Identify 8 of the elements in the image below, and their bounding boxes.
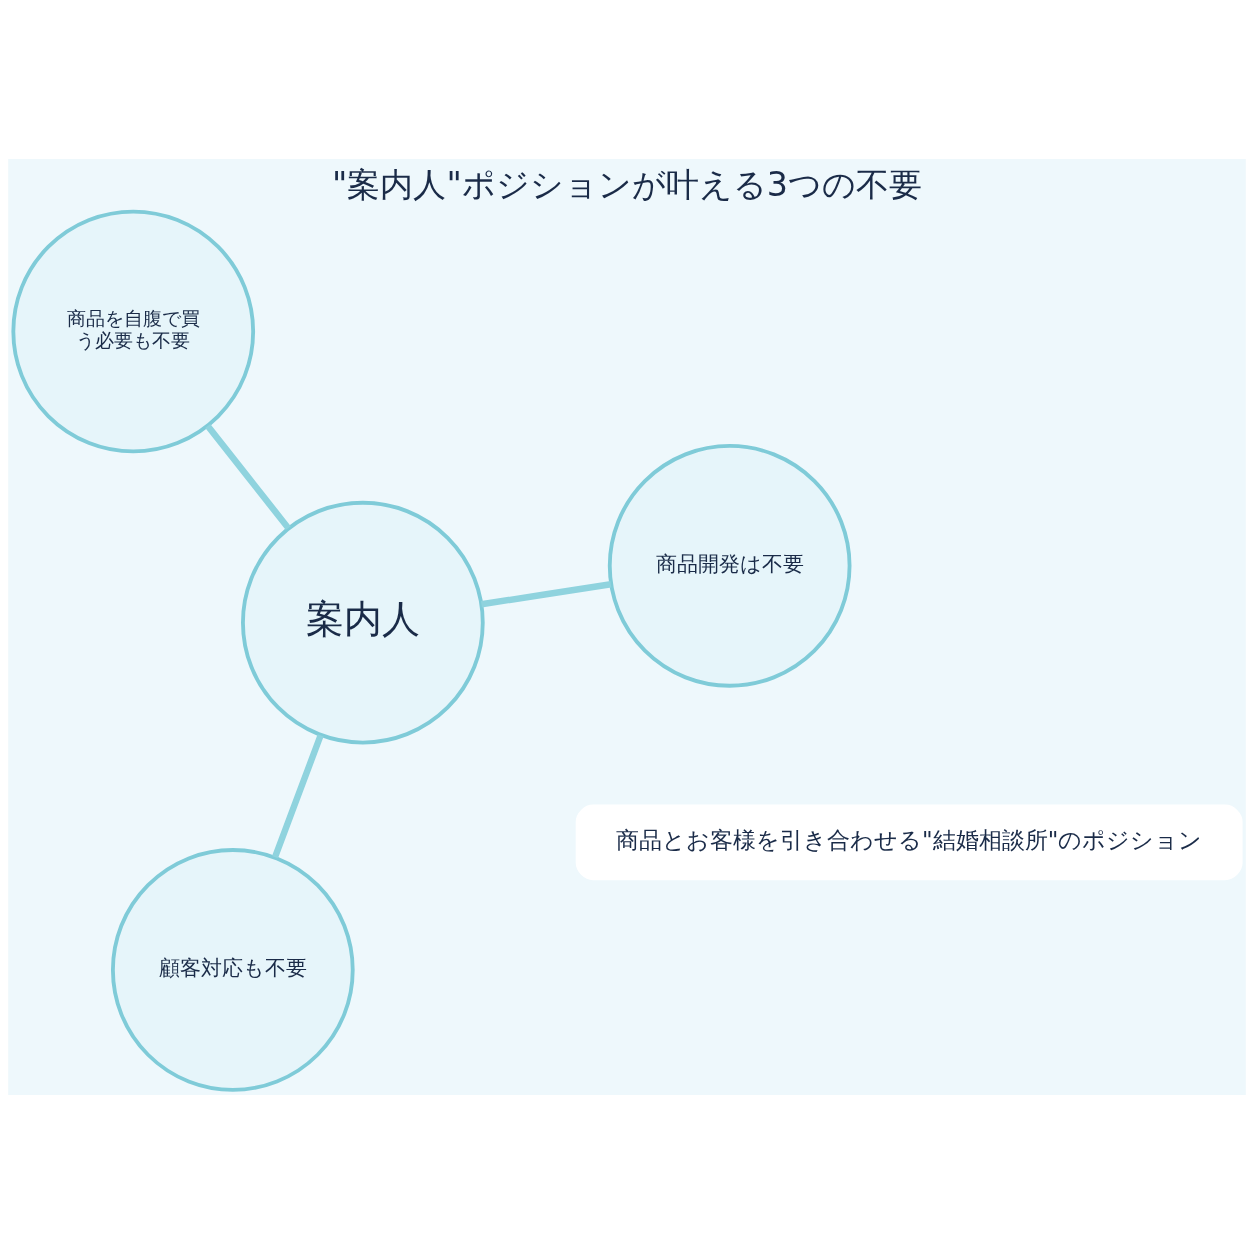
node-circle: 商品を自腹で買う必要も不要 — [11, 209, 256, 454]
node-circle: 顧客対応も不要 — [110, 848, 355, 1092]
diagram-title: "案内人"ポジションが叶える3つの不要 — [332, 164, 922, 204]
connector — [272, 734, 324, 859]
connector — [480, 581, 612, 608]
node-circle: 案内人 — [241, 500, 485, 745]
connector — [205, 424, 291, 531]
node-circle: 商品開発は不要 — [607, 444, 852, 688]
